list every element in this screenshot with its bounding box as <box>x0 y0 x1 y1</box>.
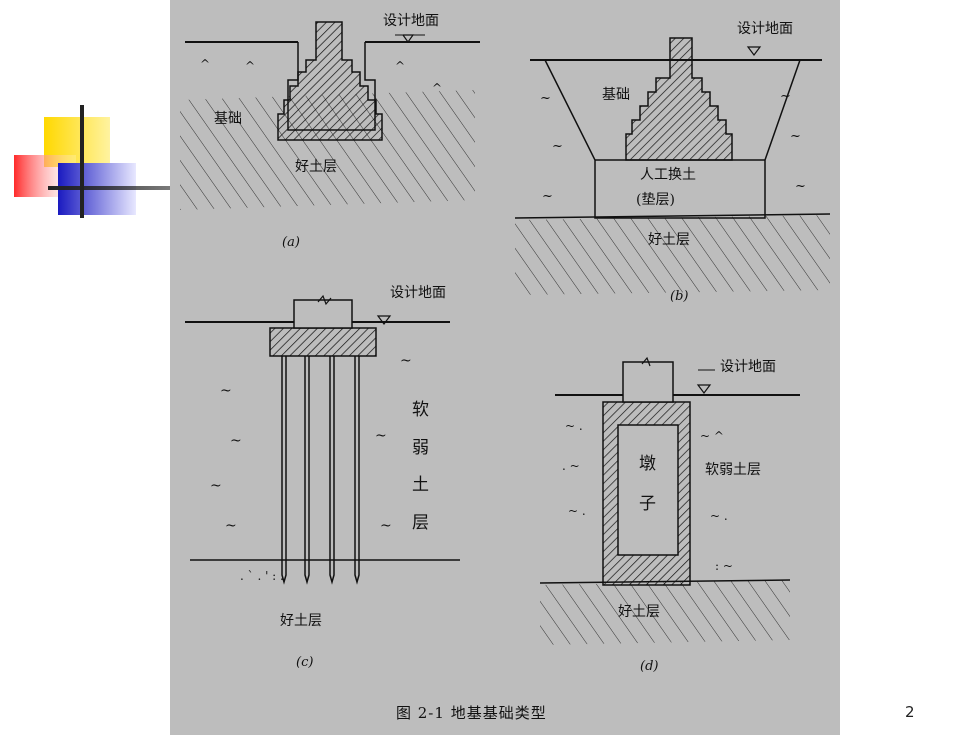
panel-b-ground-label: 设计地面 <box>737 21 793 37</box>
svg-text:^: ^ <box>432 81 442 95</box>
svg-text:~ .: ~ . <box>568 504 586 518</box>
svg-text:~: ~ <box>790 129 801 144</box>
svg-text:~ .: ~ . <box>710 509 728 523</box>
svg-text:~: ~ <box>552 139 563 154</box>
panel-d-caption: (d) <box>640 659 659 674</box>
svg-text:~: ~ <box>542 189 553 204</box>
panel-d-weak-soil-label: 软弱土层 <box>705 462 761 478</box>
panel-a-good-soil-label: 好土层 <box>295 159 337 175</box>
svg-text:^: ^ <box>245 59 255 73</box>
svg-text:. ~: . ~ <box>562 459 580 473</box>
panel-c-ground-label: 设计地面 <box>390 285 446 301</box>
svg-text:~: ~ <box>400 353 412 369</box>
figure-drawing: ^ ^ ^ ^ ~ ~ ~ ~ ~ ~ <box>180 21 831 645</box>
good-soil-hatch-b <box>515 215 830 295</box>
panel-b-foundation-label: 基础 <box>602 87 630 103</box>
svg-text:^: ^ <box>200 57 210 71</box>
panel-b-cushion-label: (垫层) <box>636 192 675 208</box>
svg-text:~: ~ <box>795 179 806 194</box>
good-soil-hatch-a <box>180 90 475 210</box>
panel-a-caption: (a) <box>282 235 300 250</box>
panel-b-replacement-label: 人工换土 <box>640 167 696 183</box>
panel-c-weak-soil-char-2: 弱 <box>412 438 429 458</box>
pier-core <box>617 424 679 556</box>
slide-logo <box>14 105 170 218</box>
panel-c-caption: (c) <box>296 655 314 670</box>
panel-c-weak-soil-char-1: 软 <box>412 400 429 420</box>
panel-d-good-soil-label: 好土层 <box>618 604 660 620</box>
piles <box>281 356 360 585</box>
svg-text:~: ~ <box>540 91 551 106</box>
pile-cap <box>269 327 377 357</box>
page-number: 2 <box>905 703 915 721</box>
svg-text:~: ~ <box>375 428 387 444</box>
logo-horizontal-line <box>48 186 170 190</box>
svg-text:~: ~ <box>220 383 232 399</box>
svg-text:~: ~ <box>380 518 392 534</box>
svg-text:~: ~ <box>230 433 242 449</box>
svg-text:. ` . ' : .: . ` . ' : . <box>240 569 284 583</box>
panel-b-drawing: ~ ~ ~ ~ ~ ~ <box>514 37 831 295</box>
panel-c-good-soil-label: 好土层 <box>280 613 322 629</box>
pier-column-stub <box>622 361 674 403</box>
good-soil-hatch-d <box>540 580 790 645</box>
panel-c-weak-soil-char-4: 层 <box>412 513 429 533</box>
panel-b-caption: (b) <box>670 289 689 304</box>
svg-text:~ .: ~ . <box>565 419 583 433</box>
column-stub <box>293 299 353 329</box>
panel-d-pier-char-2: 子 <box>639 494 656 514</box>
foundation-types-figure: ^ ^ ^ ^ ~ ~ ~ ~ ~ ~ <box>170 0 840 735</box>
panel-a-ground-label: 设计地面 <box>383 13 439 29</box>
panel-d-ground-label: 设计地面 <box>720 359 776 375</box>
panel-c-weak-soil-char-3: 土 <box>412 475 429 495</box>
svg-text:~: ~ <box>210 478 222 494</box>
panel-b-good-soil-label: 好土层 <box>648 232 690 248</box>
panel-a-drawing: ^ ^ ^ ^ <box>180 21 480 210</box>
svg-text:^: ^ <box>395 59 405 73</box>
panel-d-drawing: ~ . . ~ ~ . ~ ^ ~ . : ~ <box>539 356 800 645</box>
panel-a-foundation-label: 基础 <box>214 111 242 127</box>
stepped-foundation-b <box>625 37 733 161</box>
svg-text:~: ~ <box>225 518 237 534</box>
stepped-foundation-a <box>277 21 383 141</box>
panel-d-pier-char-1: 墩 <box>639 454 656 474</box>
svg-text:~ ^: ~ ^ <box>700 429 724 443</box>
logo-vertical-line <box>80 105 84 218</box>
figure-caption: 图 2-1 地基基础类型 <box>396 704 547 722</box>
svg-text:: ~: : ~ <box>715 559 733 573</box>
svg-text:~: ~ <box>780 89 791 104</box>
panel-c-drawing: ~ ~ ~ ~ ~ ~ ~ . ` . ' : . <box>185 294 460 585</box>
